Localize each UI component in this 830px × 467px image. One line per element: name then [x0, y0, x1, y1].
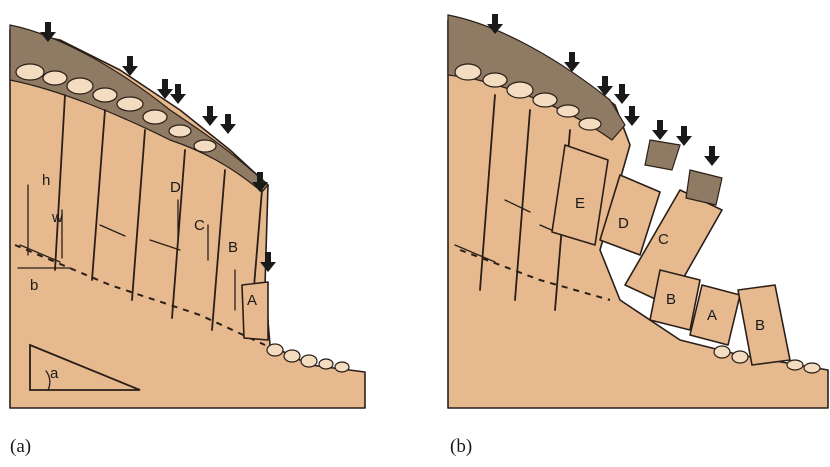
load-arrow-icon: [704, 146, 720, 166]
label-block-c: C: [658, 231, 669, 248]
load-arrow-icon: [170, 84, 186, 104]
block-a-outline: [242, 282, 268, 340]
panel-b: E D C B A B (b): [448, 14, 828, 457]
caption-a: (a): [10, 436, 31, 457]
load-arrow-icon: [220, 114, 236, 134]
label-block-d: D: [618, 215, 629, 232]
load-arrow-icon: [202, 106, 218, 126]
label-block-d: D: [170, 179, 181, 196]
label-block-c: C: [194, 217, 205, 234]
load-arrow-icon: [676, 126, 692, 146]
label-block-b: B: [228, 239, 238, 256]
label-block-b1: B: [666, 291, 676, 308]
label-block-a: A: [247, 292, 257, 309]
label-w: w: [51, 209, 63, 226]
label-h: h: [42, 172, 50, 189]
label-block-b2: B: [755, 317, 765, 334]
caption-b: (b): [450, 436, 472, 457]
load-arrow-icon: [614, 84, 630, 104]
load-arrow-icon: [652, 120, 668, 140]
label-b: b: [30, 277, 38, 294]
label-block-e: E: [575, 195, 585, 212]
label-block-a: A: [707, 307, 717, 324]
panel-a: h w b a A B C D (a): [10, 22, 365, 457]
label-angle-a: a: [50, 365, 59, 382]
load-arrow-icon: [624, 106, 640, 126]
